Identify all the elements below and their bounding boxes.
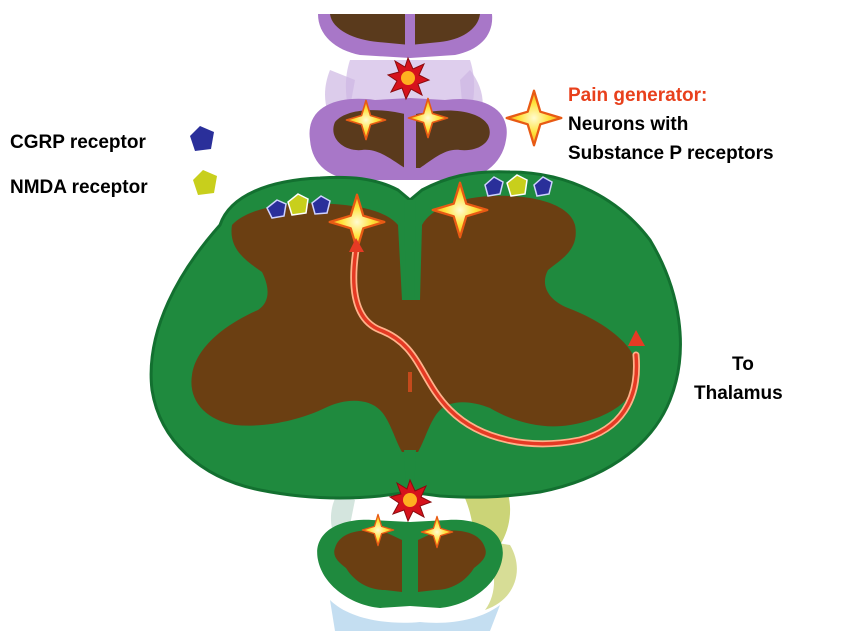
cgrp-legend-label: CGRP receptor: [10, 132, 146, 153]
destination-line-1: To: [732, 354, 754, 375]
callout-line-1: Neurons with: [568, 114, 688, 135]
callout-line-2: Substance P receptors: [568, 143, 774, 164]
pain-generator-callout: Pain generator: Neurons with Substance P…: [507, 85, 774, 164]
upper-segment-middle: [310, 98, 507, 180]
cgrp-legend-icon: [190, 126, 214, 151]
upper-segment-top: [318, 14, 492, 58]
destination-label: To Thalamus: [694, 354, 783, 404]
destination-line-2: Thalamus: [694, 383, 783, 404]
nmda-legend-label: NMDA receptor: [10, 177, 148, 198]
receptors-right-horn: [485, 175, 552, 196]
pain-generator-star-icon: [507, 91, 562, 146]
legend: CGRP receptor NMDA receptor: [10, 126, 217, 198]
spinal-cord-cross-section: [151, 172, 680, 498]
nmda-legend-icon: [193, 170, 217, 195]
callout-title: Pain generator:: [568, 85, 707, 106]
lower-segment: [317, 520, 503, 608]
